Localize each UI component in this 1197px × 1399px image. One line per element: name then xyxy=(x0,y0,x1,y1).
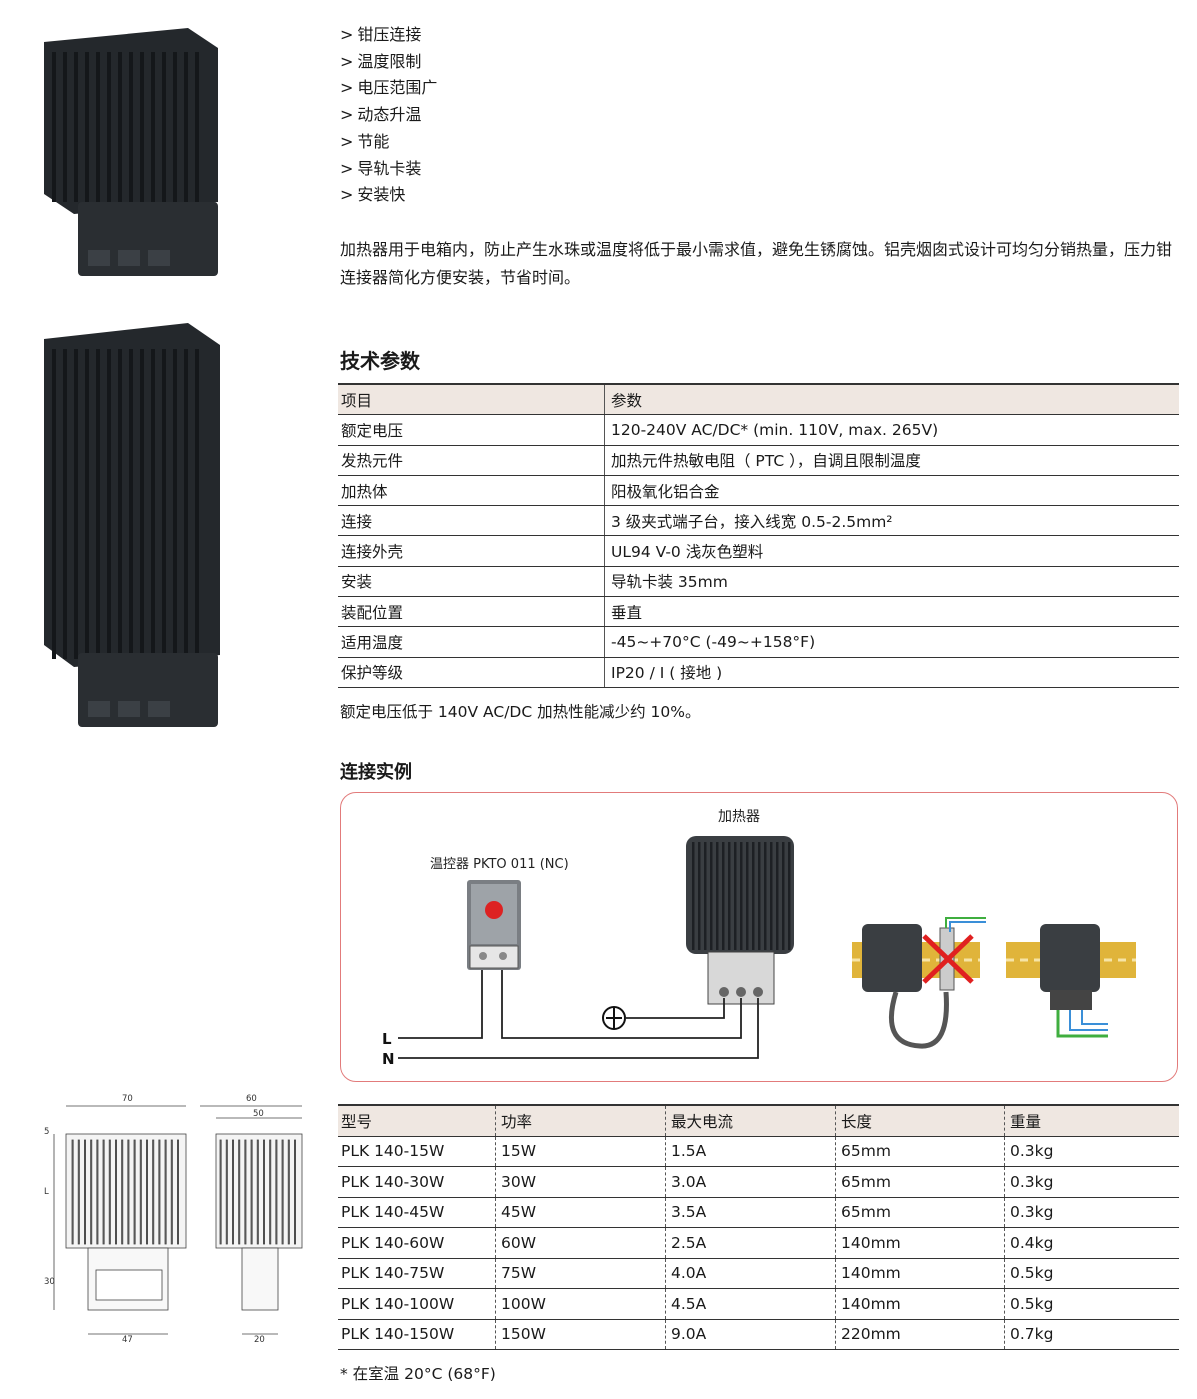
spec-row: 适用温度-45~+70°C (-49~+158°F) xyxy=(338,626,1179,658)
dim-width-side-inner: 50 xyxy=(253,1109,264,1119)
thermostat-device xyxy=(467,880,521,970)
tech-title: 技术参数 xyxy=(340,349,420,373)
dimension-drawing: 70 60 50 5 L 30 47 20 xyxy=(44,1094,303,1345)
feature-list: >钳压连接 >温度限制 >电压范围广 >动态升温 >节能 >导轨卡装 >安装快 xyxy=(340,22,437,209)
spec-row: 加热体阳极氧化铝合金 xyxy=(338,475,1179,507)
header-weight: 重量 xyxy=(1004,1104,1179,1137)
dim-length: L xyxy=(44,1187,49,1197)
feature-item: >温度限制 xyxy=(340,51,422,71)
header-current: 最大电流 xyxy=(665,1104,836,1137)
wiring-diagram-box xyxy=(340,792,1178,1082)
product-image-small xyxy=(44,28,218,276)
footnote: * 在室温 20°C (68°F) xyxy=(340,1365,496,1383)
feature-item: >安装快 xyxy=(340,185,406,205)
heater-device xyxy=(686,836,794,1005)
header-model: 型号 xyxy=(338,1104,496,1137)
product-image-large xyxy=(44,323,220,727)
feature-item: >导轨卡装 xyxy=(340,158,422,178)
feature-item: >动态升温 xyxy=(340,105,422,125)
spec-header-item: 项目 xyxy=(338,383,605,416)
dim-top-offset: 5 xyxy=(44,1127,49,1137)
dim-bottom-width-side: 20 xyxy=(254,1335,265,1345)
intro-paragraph: 加热器用于电箱内，防止产生水珠或温度将低于最小需求值，避免生锈腐蚀。铝壳烟囱式设… xyxy=(340,240,1173,287)
line-L-label: L xyxy=(382,1030,392,1048)
voltage-note: 额定电压低于 140V AC/DC 加热性能减少约 10%。 xyxy=(340,703,701,721)
spec-row: 发热元件加热元件热敏电阻（ PTC ），自调且限制温度 xyxy=(338,445,1179,476)
heater-label: 加热器 xyxy=(718,809,760,825)
feature-item: >钳压连接 xyxy=(340,25,422,44)
line-N-label: N xyxy=(382,1050,395,1068)
wiring-title: 连接实例 xyxy=(340,762,412,783)
model-header-row: 型号 功率 最大电流 长度 重量 xyxy=(338,1104,1179,1137)
header-power: 功率 xyxy=(495,1104,666,1137)
correct-mounting-example xyxy=(1006,924,1136,1038)
header-length: 长度 xyxy=(835,1104,1005,1137)
dim-bottom-width-front: 47 xyxy=(122,1335,133,1345)
spec-header-param: 参数 xyxy=(604,383,1179,416)
wires xyxy=(398,970,759,1059)
dim-width-side: 60 xyxy=(246,1094,257,1104)
dim-bottom-height: 30 xyxy=(44,1277,55,1287)
dim-width-front: 70 xyxy=(122,1094,133,1104)
spec-row: 装配位置垂直 xyxy=(338,596,1179,628)
thermostat-label: 温控器 PKTO 011 (NC) xyxy=(430,857,569,872)
wiring-diagram: 加热器 温控器 PKTO 011 (NC) L N xyxy=(382,809,1136,1068)
ground-symbol xyxy=(602,1006,626,1030)
spec-row: 安装导轨卡装 35mm xyxy=(338,566,1179,598)
feature-item: >电压范围广 xyxy=(340,78,438,98)
spec-header-row: 项目 参数 xyxy=(338,383,1179,416)
feature-item: >节能 xyxy=(340,131,390,151)
wrong-mounting-example xyxy=(852,917,986,1049)
